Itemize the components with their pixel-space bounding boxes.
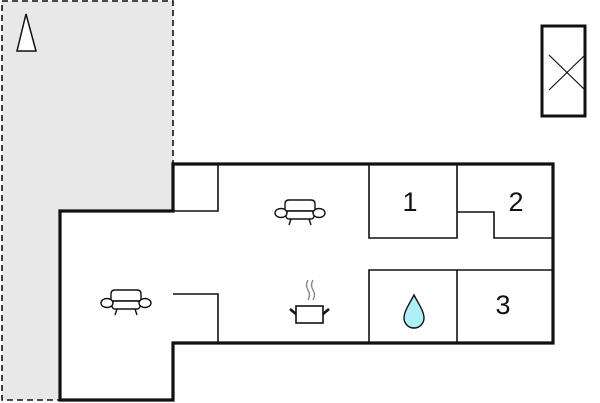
north-arrow-icon: [16, 13, 37, 52]
cooking-pot-icon: [289, 279, 330, 324]
sofa-icon: [100, 289, 152, 316]
interior-walls: [173, 164, 553, 343]
outdoor-terrace: [1, 0, 174, 401]
room-label-3: 3: [495, 290, 510, 320]
exterior-walls: [58, 162, 555, 402]
close-x-icon: [540, 24, 587, 118]
sofa-icon: [274, 199, 326, 226]
room-label-1: 1: [402, 187, 417, 217]
room-label-2: 2: [508, 187, 523, 217]
water-drop-icon: [403, 293, 425, 329]
